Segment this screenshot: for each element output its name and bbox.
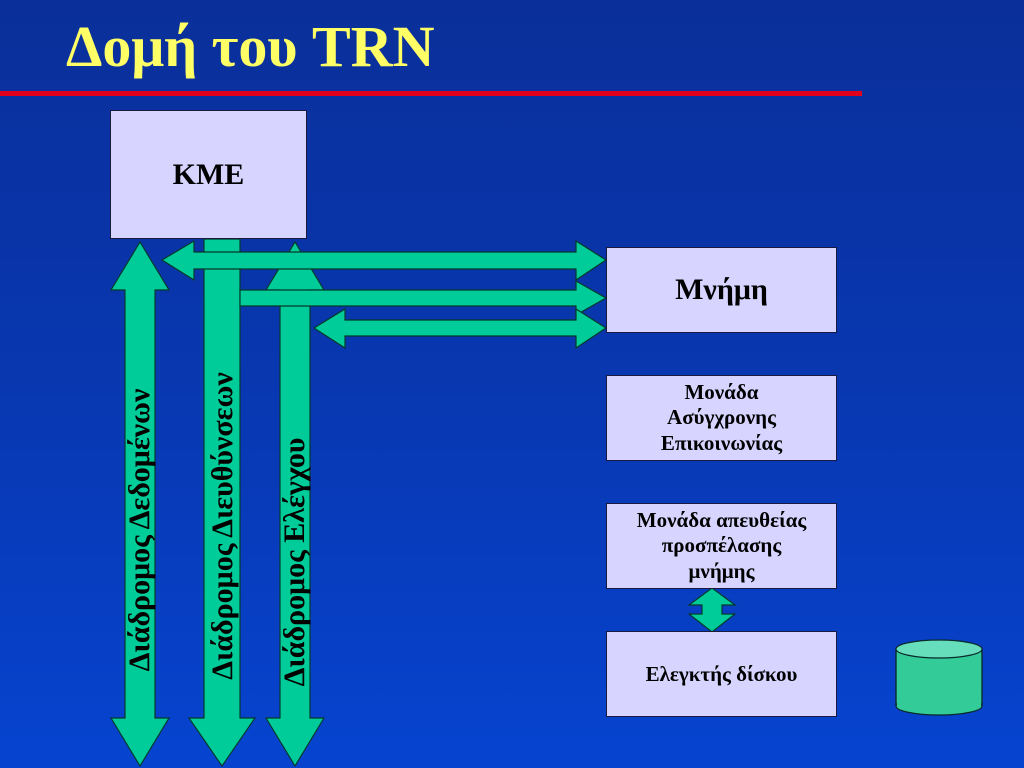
address-bus-arrow — [187, 238, 257, 768]
disk-controller-box: Ελεγκτής δίσκου — [606, 631, 837, 717]
async-comm-unit-box: Μονάδα Ασύγχρονης Επικοινωνίας — [606, 375, 837, 461]
data-bus-arrow — [109, 240, 171, 768]
slide-title: Δομή του TRN — [66, 14, 435, 79]
control-link-arrow — [312, 307, 608, 350]
cpu-box: ΚΜΕ — [110, 110, 307, 239]
dma-unit-box: Μονάδα απευθείας προσπέλασης μνήμης — [606, 503, 837, 589]
memory-box: Μνήμη — [606, 247, 837, 333]
address-link-arrow — [239, 279, 608, 317]
dma-disk-arrow — [687, 587, 737, 633]
memory-label: Μνήμη — [675, 273, 768, 306]
cpu-label: ΚΜΕ — [172, 157, 245, 191]
data-bus-label: Διάδρομος Δεδομένων — [123, 388, 156, 672]
control-bus-label: Διάδρομος Ελέγχου — [278, 437, 311, 687]
disk-controller-label: Ελεγκτής δίσκου — [645, 661, 798, 686]
async-comm-unit-label: Μονάδα Ασύγχρονης Επικοινωνίας — [660, 379, 783, 455]
address-bus-label: Διάδρομος Διευθύνσεων — [206, 372, 239, 680]
title-divider — [0, 91, 862, 96]
dma-unit-label: Μονάδα απευθείας προσπέλασης μνήμης — [636, 507, 807, 583]
disk-icon — [895, 639, 983, 716]
